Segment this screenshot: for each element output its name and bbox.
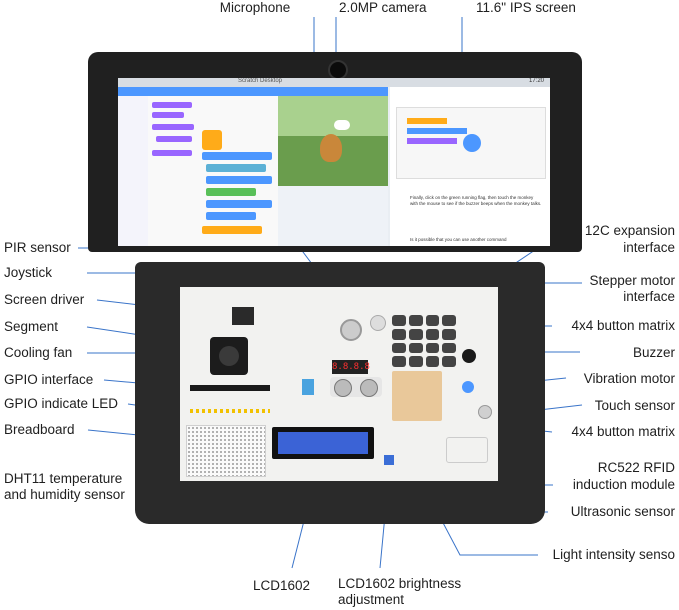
button-matrix-4x4 (392, 315, 456, 367)
label-i2c-1: 12C expansion (584, 223, 675, 238)
scratch-menubar (118, 87, 388, 96)
rfid-module (446, 437, 488, 463)
scratch-window-title: Scratch Desktop (238, 78, 283, 84)
vibration-motor (462, 381, 474, 393)
camera-lens (328, 60, 348, 80)
label-lcd: LCD1602 (253, 578, 311, 593)
label-camera: 2.0MP camera (339, 0, 427, 15)
joystick (340, 319, 362, 341)
sensor-board: 8.8.8.8 (180, 287, 498, 481)
label-lcd-brightness-2: adjustment (338, 592, 405, 607)
label-light: Light intensity senso (552, 547, 675, 562)
ips-screen: Scratch Desktop 17:20 Finally, click on … (118, 78, 550, 246)
label-gpio-led: GPIO indicate LED (4, 396, 119, 411)
lcd-brightness-pot (384, 455, 394, 465)
label-lcd-brightness-1: LCD1602 brightness (338, 576, 462, 591)
label-screen-driver: Screen driver (4, 292, 85, 307)
label-pir: PIR sensor (4, 240, 71, 255)
label-stepper-1: Stepper motor (589, 273, 675, 288)
label-buzzer: Buzzer (632, 345, 675, 360)
gpio-leds (190, 409, 270, 413)
ultrasonic-sensor (330, 377, 382, 397)
status-clock: 17:20 (528, 78, 544, 84)
scratch-sprite-pane (278, 186, 388, 246)
scratch-block-palette (118, 96, 148, 246)
label-gpio-interface: GPIO interface (4, 372, 94, 387)
pir-sensor (370, 315, 386, 331)
label-joystick: Joystick (4, 265, 53, 280)
label-breadboard: Breadboard (4, 422, 75, 437)
label-dht11-2: and humidity sensor (4, 487, 125, 502)
monkey-sprite (320, 134, 342, 162)
label-matrix-top: 4x4 button matrix (571, 318, 675, 333)
screen-topbar (118, 78, 550, 87)
label-microphone: Microphone (219, 0, 291, 15)
screen-driver-chip (232, 307, 254, 325)
label-dht11-1: DHT11 temperature (4, 471, 123, 486)
lcd1602 (272, 427, 374, 459)
label-ultrasonic: Ultrasonic sensor (570, 504, 675, 519)
breadboard (186, 425, 266, 477)
label-screen: 11.6" IPS screen (476, 0, 576, 15)
label-cooling-fan: Cooling fan (4, 345, 73, 360)
gpio-header (190, 385, 270, 391)
label-rfid-1: RC522 RFID (597, 460, 675, 475)
tutorial-text-2: Is it possible that you can use another … (410, 237, 507, 242)
dht11-sensor (302, 379, 314, 395)
led-matrix (392, 371, 442, 421)
tutorial-panel: Finally, click on the green running flag… (390, 87, 550, 246)
scratch-stage (278, 96, 388, 186)
label-touch: Touch sensor (594, 398, 675, 413)
scratch-code-area (148, 96, 278, 246)
tutorial-text-1: Finally, click on the green running flag… (410, 195, 542, 206)
buzzer (462, 349, 476, 363)
label-vibration: Vibration motor (583, 371, 675, 386)
cooling-fan (210, 337, 248, 375)
label-matrix-bottom: 4x4 button matrix (571, 424, 675, 439)
touch-sensor (478, 405, 492, 419)
label-segment: Segment (4, 319, 59, 334)
label-stepper-2: interface (623, 289, 675, 304)
segment-display: 8.8.8.8 (332, 360, 370, 374)
label-i2c-2: interface (623, 240, 675, 255)
label-rfid-2: induction module (572, 477, 675, 492)
